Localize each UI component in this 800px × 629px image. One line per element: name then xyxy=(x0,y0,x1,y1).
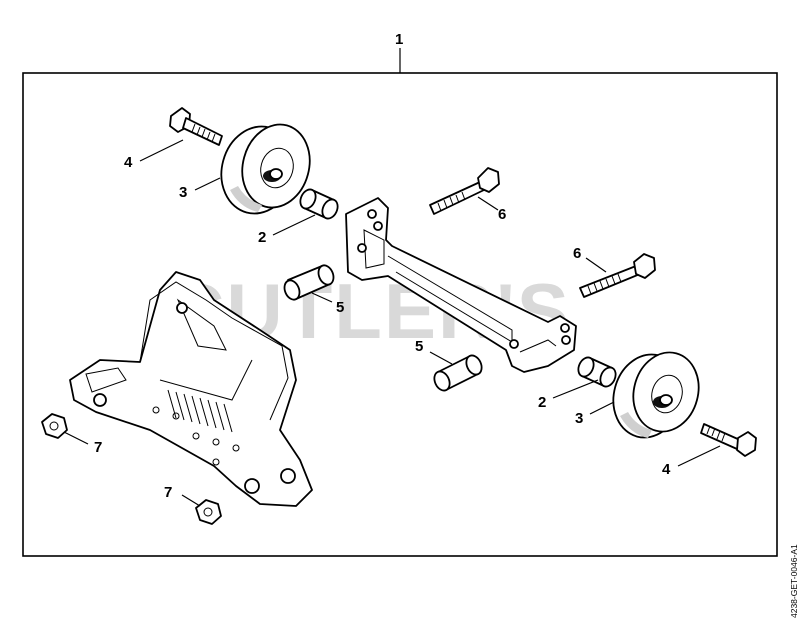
drawing-reference: 4238-GET-0046-A1 xyxy=(789,544,799,618)
callout-screw-top: 6 xyxy=(498,206,506,223)
callout-nut-lower: 7 xyxy=(164,484,172,501)
callout-assembly: 1 xyxy=(395,31,403,48)
leader-nut-lower xyxy=(181,494,201,507)
screw-right xyxy=(579,253,656,298)
leader-bolt-right xyxy=(677,445,721,467)
callout-wheel-right: 3 xyxy=(575,410,583,427)
callout-spacer-upper: 2 xyxy=(258,229,266,246)
sleeve-left xyxy=(283,264,335,301)
spacer-lower xyxy=(577,356,617,388)
leader-sleeve-center xyxy=(429,351,453,365)
leader-screw-top xyxy=(477,196,499,211)
nut-upper xyxy=(41,413,68,439)
spacer-upper xyxy=(299,188,339,220)
leader-spacer-lower xyxy=(552,379,599,399)
axle-bracket xyxy=(345,197,577,373)
leader-wheel-left xyxy=(194,177,221,191)
wheel-right xyxy=(612,351,700,439)
leader-bolt-left xyxy=(139,139,184,162)
bolt-left xyxy=(169,107,223,146)
leader-screw-right xyxy=(585,257,607,273)
callout-screw-right: 6 xyxy=(573,245,581,262)
sleeve-center xyxy=(433,354,483,392)
callout-sleeve-left: 5 xyxy=(336,299,344,316)
callout-nut-upper: 7 xyxy=(94,439,102,456)
leader-wheel-right xyxy=(589,401,615,415)
callout-bolt-left: 4 xyxy=(124,154,133,171)
base-housing xyxy=(69,271,313,507)
callout-sleeve-center: 5 xyxy=(415,338,423,355)
callout-bolt-right: 4 xyxy=(662,461,671,478)
screw-top xyxy=(429,167,500,215)
bolt-right xyxy=(700,423,757,457)
leader-nut-upper xyxy=(63,431,89,445)
leader-sleeve-left xyxy=(311,292,333,303)
nut-lower xyxy=(195,499,222,525)
wheel-left xyxy=(220,123,311,215)
callout-wheel-left: 3 xyxy=(179,184,187,201)
leader-spacer-upper xyxy=(272,214,316,236)
callout-spacer-lower: 2 xyxy=(538,394,546,411)
